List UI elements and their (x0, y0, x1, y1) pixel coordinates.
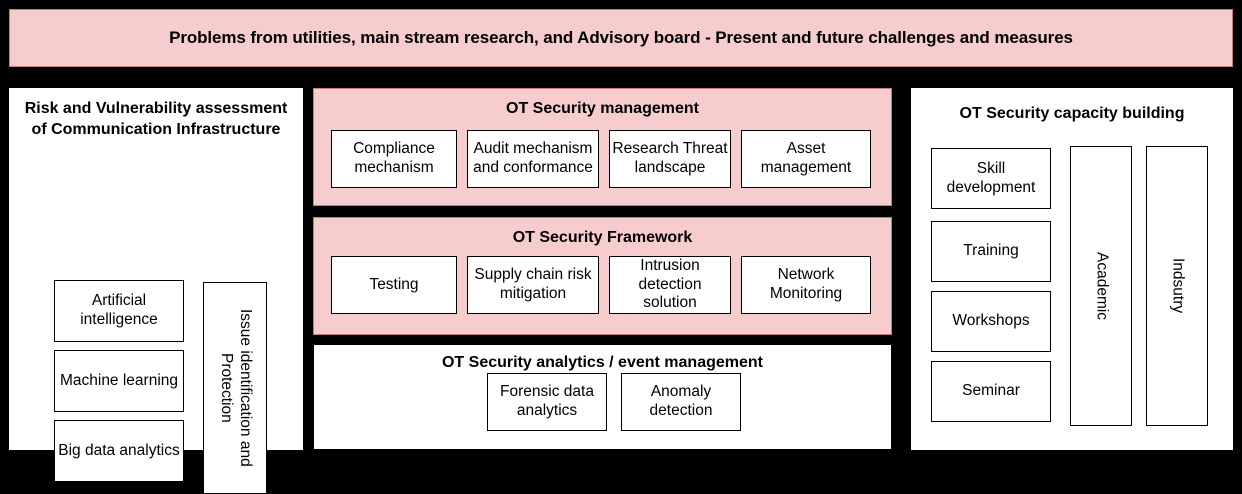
box-label: Skill development (946, 159, 1036, 196)
box-training[interactable]: Training (931, 221, 1051, 282)
diagram-canvas: Problems from utilities, main stream res… (9, 9, 1233, 494)
box-seminar[interactable]: Seminar (931, 361, 1051, 422)
box-asset-management[interactable]: Asset management (741, 130, 871, 188)
box-label: Anomaly detection (649, 383, 713, 419)
box-label: Artificial intelligence (80, 292, 158, 328)
box-label: Testing (369, 275, 419, 293)
panel-title: OT Security Framework (512, 229, 693, 246)
box-label: Intrusion detection solution (638, 256, 702, 312)
box-big-data-analytics[interactable]: Big data analytics (54, 420, 184, 482)
panel-title: OT Security management (506, 100, 699, 117)
box-label: Compliance mechanism (353, 140, 435, 176)
top-banner-text: Problems from utilities, main stream res… (169, 28, 1073, 47)
box-label-vertical: Indsutry (1169, 258, 1187, 314)
panel-ot-security-framework: OT Security Framework Testing Supply cha… (313, 217, 892, 335)
box-audit-mechanism-and-conformance[interactable]: Audit mechanism and conformance (467, 130, 599, 188)
box-research-threat-landscape[interactable]: Research Threat landscape (609, 130, 731, 188)
box-label: Training (963, 242, 1019, 260)
box-artificial-intelligence[interactable]: Artificial intelligence (54, 280, 184, 342)
box-network-monitoring[interactable]: Network Monitoring (741, 256, 871, 314)
box-machine-learning[interactable]: Machine learning (54, 350, 184, 412)
box-supply-chain-risk-mitigation[interactable]: Supply chain risk mitigation (467, 256, 599, 314)
panel-title: OT Security analytics / event management (441, 354, 763, 371)
box-skill-development[interactable]: Skill development (931, 148, 1051, 209)
box-label: Seminar (962, 382, 1020, 400)
top-banner: Problems from utilities, main stream res… (9, 9, 1233, 67)
panel-ot-security-management: OT Security management Compliance mechan… (313, 88, 892, 206)
panel-ot-security-analytics-event-management: OT Security analytics / event management… (313, 344, 892, 450)
box-label: Audit mechanism and conformance (473, 140, 593, 176)
right-panel-capacity-building: OT Security capacity building Skill deve… (911, 88, 1233, 450)
box-label: Machine learning (59, 371, 179, 389)
box-label-vertical: Issue identification and Protection (218, 309, 254, 467)
right-panel-title: OT Security capacity building (959, 105, 1185, 122)
box-label-vertical: Academic (1093, 251, 1111, 321)
box-academic[interactable]: Academic (1070, 146, 1132, 426)
box-label: Forensic data analytics (500, 383, 594, 419)
box-label: Asset management (760, 140, 852, 176)
left-panel-title: Risk and Vulnerability assessment of Com… (24, 100, 288, 138)
box-label: Supply chain risk mitigation (474, 266, 592, 302)
box-indsutry[interactable]: Indsutry (1146, 146, 1208, 426)
box-label: Big data analytics (58, 441, 180, 459)
box-testing[interactable]: Testing (331, 256, 457, 314)
box-forensic-data-analytics[interactable]: Forensic data analytics (487, 373, 607, 431)
box-label: Network Monitoring (769, 266, 843, 302)
box-label: Workshops (952, 312, 1030, 330)
box-label: Research Threat landscape (612, 140, 728, 176)
box-anomaly-detection[interactable]: Anomaly detection (621, 373, 741, 431)
left-panel-risk-vulnerability: Risk and Vulnerability assessment of Com… (9, 88, 303, 494)
box-issue-identification-and-protection[interactable]: Issue identification and Protection (203, 282, 267, 494)
box-workshops[interactable]: Workshops (931, 291, 1051, 352)
box-intrusion-detection-solution[interactable]: Intrusion detection solution (609, 256, 731, 314)
box-compliance-mechanism[interactable]: Compliance mechanism (331, 130, 457, 188)
